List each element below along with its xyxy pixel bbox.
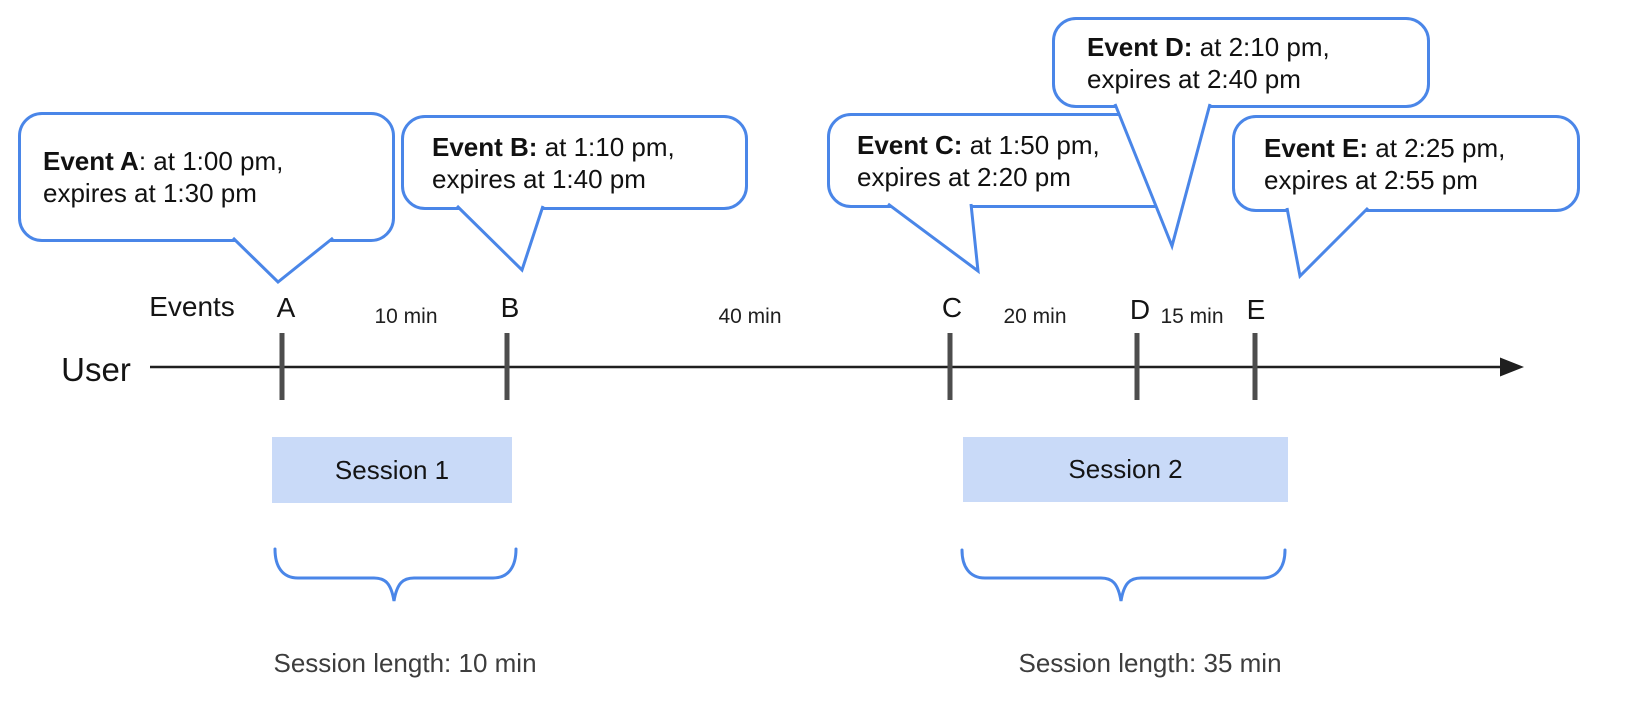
event-d-expiry: expires at 2:40 pm — [1087, 63, 1301, 94]
interval-label-b-c: 40 min — [718, 305, 782, 328]
event-d-title: Event D: — [1087, 31, 1193, 62]
event-d-callout: Event D: at 2:10 pm, expires at 2:40 pm — [1052, 17, 1430, 108]
session-1-label: Session 1 — [334, 454, 450, 485]
tick-c — [947, 333, 953, 400]
session-2-box: Session 2 — [963, 437, 1288, 502]
event-a-line1: Event A: at 1:00 pm, — [43, 145, 392, 177]
event-e-time: at 2:25 pm, — [1368, 132, 1506, 163]
event-b-callout: Event B: at 1:10 pm, expires at 1:40 pm — [401, 115, 748, 210]
event-b-tail — [455, 204, 545, 273]
event-a-time: : at 1:00 pm, — [138, 146, 284, 176]
session-1-box: Session 1 — [272, 437, 512, 503]
event-c-line1: Event C: at 1:50 pm, — [857, 129, 1175, 161]
timeline-arrowhead-icon — [1500, 357, 1524, 377]
event-c-expiry: expires at 2:20 pm — [857, 161, 1071, 192]
event-e-title: Event E: — [1264, 132, 1369, 163]
tick-label-d: D — [1129, 294, 1151, 325]
tick-label-b: B — [500, 292, 520, 323]
event-e-callout: Event E: at 2:25 pm, expires at 2:55 pm — [1232, 115, 1580, 212]
event-a-callout: Event A: at 1:00 pm, expires at 1:30 pm — [18, 112, 395, 242]
event-b-line1: Event B: at 1:10 pm, — [432, 131, 745, 163]
tick-label-c: C — [941, 292, 963, 323]
event-a-title: Event A — [43, 146, 139, 176]
tick-label-a: A — [276, 292, 296, 323]
events-axis-label: Events — [149, 291, 235, 322]
tick-e — [1252, 333, 1258, 400]
event-b-expiry: expires at 1:40 pm — [432, 163, 646, 194]
event-d-time: at 2:10 pm, — [1192, 31, 1330, 62]
interval-label-d-e: 15 min — [1160, 305, 1224, 328]
event-e-line1: Event E: at 2:25 pm, — [1264, 132, 1577, 164]
event-a-expiry: expires at 1:30 pm — [43, 178, 257, 208]
event-c-time: at 1:50 pm, — [962, 129, 1100, 160]
interval-label-c-d: 20 min — [1003, 305, 1067, 328]
event-b-title: Event B: — [432, 131, 538, 162]
event-c-tail — [887, 202, 980, 275]
session-2-length-label: Session length: 35 min — [1018, 648, 1282, 678]
tick-a — [279, 333, 285, 400]
user-axis-label: User — [61, 351, 131, 388]
event-b-time: at 1:10 pm, — [537, 131, 675, 162]
tick-d — [1134, 333, 1140, 400]
session-1-length-label: Session length: 10 min — [273, 648, 537, 678]
session-1-brace — [273, 547, 518, 602]
tick-label-e: E — [1246, 294, 1266, 325]
interval-label-a-b: 10 min — [374, 305, 438, 328]
event-c-callout: Event C: at 1:50 pm, expires at 2:20 pm — [827, 113, 1178, 208]
session-2-brace — [960, 548, 1287, 602]
event-e-expiry: expires at 2:55 pm — [1264, 164, 1478, 195]
event-d-line1: Event D: at 2:10 pm, — [1087, 31, 1427, 63]
session-2-label: Session 2 — [1068, 454, 1183, 484]
event-a-tail — [231, 236, 334, 285]
tick-b — [504, 333, 510, 400]
event-e-tail — [1285, 206, 1370, 280]
event-c-title: Event C: — [857, 129, 963, 160]
